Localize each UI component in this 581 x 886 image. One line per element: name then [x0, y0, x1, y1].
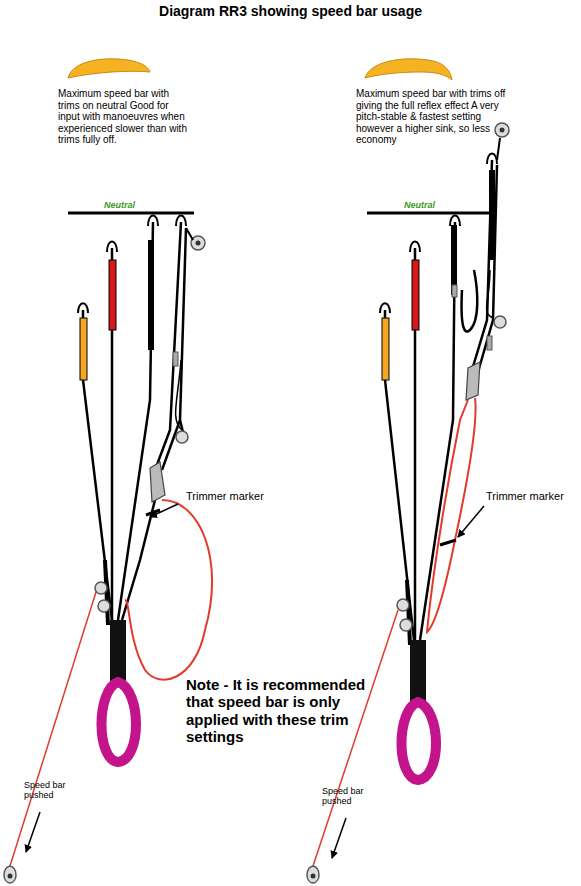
note-text: Note - It is recommended that speed bar … — [186, 676, 386, 745]
trimmer-marker-label: Trimmer marker — [486, 490, 578, 503]
diagram-title: Diagram RR3 showing speed bar usage — [0, 3, 581, 19]
neutral-label: Neutral — [404, 200, 435, 210]
setting-description: Maximum speed bar with trims off giving … — [356, 88, 511, 146]
trimmer-marker-label: Trimmer marker — [186, 490, 296, 503]
setting-description: Maximum speed bar with trims on neutral … — [58, 88, 193, 146]
speed-bar-label: Speed bar pushed — [322, 786, 382, 807]
speed-bar-label: Speed bar pushed — [24, 780, 84, 801]
neutral-label: Neutral — [104, 200, 135, 210]
